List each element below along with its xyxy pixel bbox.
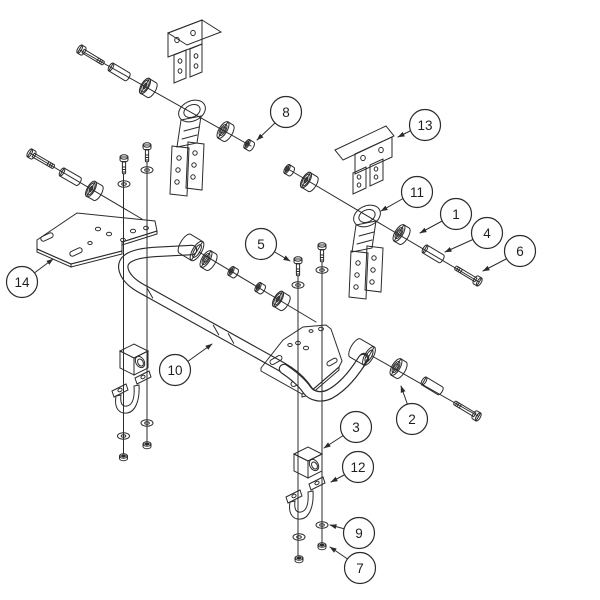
rubber-bushing (297, 169, 321, 194)
callout-10: 10 (158, 353, 192, 387)
sway-bar-end-hook (146, 233, 376, 402)
frame-bracket-top (166, 19, 223, 84)
callout-3: 3 (339, 410, 373, 444)
spacer-sleeve (419, 375, 445, 397)
lock-nut (242, 138, 257, 153)
carriage-bolt (142, 142, 152, 163)
rubber-bushing (269, 288, 293, 313)
callout-10-label: 10 (167, 363, 182, 378)
callout-5-label: 5 (257, 237, 265, 252)
callout-9-label: 9 (355, 526, 363, 541)
u-clamp-right (285, 476, 326, 520)
clamp-fasteners (117, 142, 329, 564)
rubber-bushing (136, 75, 160, 100)
callout-7-label: 7 (356, 561, 364, 576)
lock-nut (253, 281, 268, 296)
hex-nut (119, 453, 128, 462)
lock-nut (226, 265, 241, 280)
cupped-washer (390, 222, 413, 247)
frame-bracket-right (334, 125, 395, 195)
bolt-axis-lines (123, 161, 323, 556)
callout-4-label: 4 (483, 226, 491, 241)
callout-3-label: 3 (352, 420, 360, 435)
cupped-washer (387, 356, 410, 381)
callout-2: 2 (395, 402, 429, 436)
callout-6: 6 (503, 234, 537, 268)
callout-13: 13 (408, 108, 442, 142)
hex-nut (294, 555, 304, 564)
callout-14: 14 (5, 265, 39, 299)
lock-nut (282, 163, 297, 178)
bar-end-collar-right (348, 338, 376, 366)
flat-washer (292, 533, 306, 541)
callout-6-label: 6 (516, 244, 524, 259)
hex-nut (142, 441, 152, 450)
callout-13-label: 13 (417, 118, 432, 133)
hex-nut (317, 542, 327, 551)
callout-8-label: 8 (282, 105, 290, 120)
carriage-bolt (293, 256, 303, 277)
leader-lines (32, 121, 509, 561)
cupped-washer (214, 119, 237, 144)
carriage-bolt (317, 242, 327, 263)
callout-12-label: 12 (350, 460, 365, 475)
mount-plate-left (36, 212, 158, 268)
carriage-bolt (119, 154, 129, 175)
callout-12: 12 (341, 450, 375, 484)
callout-14-label: 14 (14, 275, 30, 290)
callout-5: 5 (244, 227, 278, 261)
callout-1: 1 (439, 197, 473, 231)
bar-end-hardware-left (197, 248, 293, 313)
callout-9: 9 (342, 516, 376, 550)
plate-bolt-hardware-left (25, 147, 106, 203)
u-clamp-left (111, 370, 152, 414)
sway-bar (118, 244, 370, 402)
bushing-block-left (118, 343, 150, 376)
callout-2-label: 2 (408, 412, 416, 427)
end-link-arm-right (348, 204, 384, 300)
spacer-sleeve (420, 243, 446, 265)
callout-7: 7 (343, 551, 377, 585)
end-link-arm-top (169, 99, 206, 197)
rubber-bushing (82, 178, 106, 203)
callout-11-label: 11 (410, 185, 424, 200)
callout-1-label: 1 (452, 207, 460, 222)
callout-11: 11 (400, 175, 434, 209)
callout-4: 4 (470, 216, 504, 250)
callout-8: 8 (269, 95, 303, 129)
bar-end-collar-left (177, 233, 205, 262)
